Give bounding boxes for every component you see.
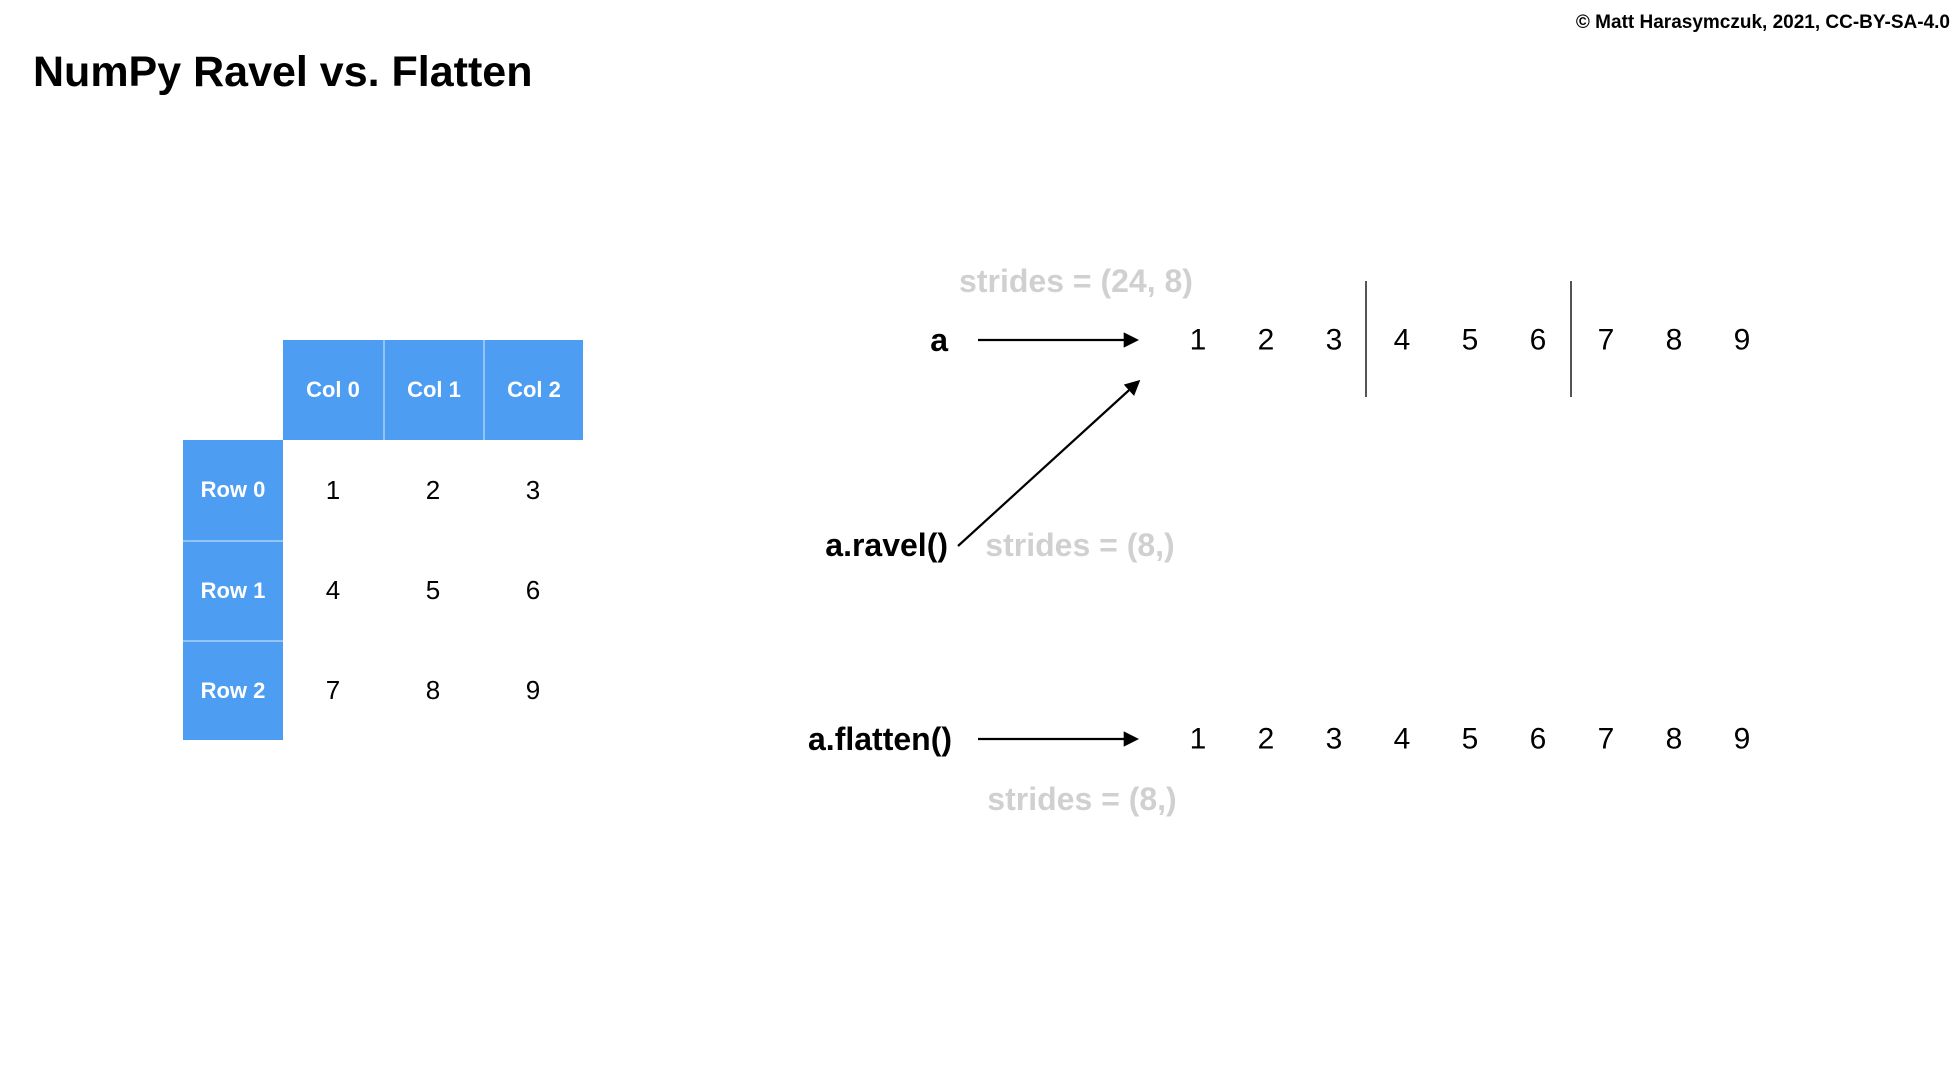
table-data-cell: 7	[283, 640, 383, 740]
flatten-array-value: 5	[1461, 722, 1479, 756]
table-corner-cell	[183, 340, 283, 440]
a-strides-label: strides = (24, 8)	[959, 262, 1193, 299]
copyright-text: © Matt Harasymczuk, 2021, CC-BY-SA-4.0	[1575, 12, 1950, 33]
flatten-array-value: 6	[1529, 722, 1547, 756]
a-array-value: 1	[1189, 323, 1207, 357]
row-header-cell: Row 0	[183, 440, 283, 540]
matrix-table: Col 0 Col 1 Col 2 Row 0 1 2 3 Row 1 4 5 …	[183, 340, 583, 740]
col-header-cell: Col 1	[383, 340, 483, 440]
flatten-array-value: 3	[1325, 722, 1343, 756]
a-array-value: 7	[1597, 323, 1615, 357]
row-header-cell: Row 1	[183, 540, 283, 640]
table-data-cell: 6	[483, 540, 583, 640]
flatten-array-value: 7	[1597, 722, 1615, 756]
a-array-value: 4	[1393, 323, 1411, 357]
flatten-strides-label: strides = (8,)	[987, 780, 1177, 817]
flatten-array-value: 2	[1257, 722, 1275, 756]
flatten-array-value: 8	[1665, 722, 1683, 756]
col-header-cell: Col 0	[283, 340, 383, 440]
a-label: a	[930, 321, 948, 358]
a-array-value: 2	[1257, 323, 1275, 357]
table-data-cell: 3	[483, 440, 583, 540]
page-title: NumPy Ravel vs. Flatten	[33, 48, 533, 96]
flatten-array-value: 1	[1189, 722, 1207, 756]
ravel-label: a.ravel()	[825, 526, 948, 563]
ravel-arrow	[957, 379, 1141, 547]
flatten-label: a.flatten()	[808, 720, 952, 757]
ravel-strides-label: strides = (8,)	[985, 526, 1175, 563]
table-data-cell: 5	[383, 540, 483, 640]
a-array-value: 9	[1733, 323, 1751, 357]
row-header-cell: Row 2	[183, 640, 283, 740]
a-array-value: 6	[1529, 323, 1547, 357]
table-data-cell: 1	[283, 440, 383, 540]
col-header-cell: Col 2	[483, 340, 583, 440]
table-data-cell: 9	[483, 640, 583, 740]
table-data-cell: 2	[383, 440, 483, 540]
table-data-cell: 4	[283, 540, 383, 640]
a-array-value: 5	[1461, 323, 1479, 357]
a-array-value: 3	[1325, 323, 1343, 357]
flatten-array-value: 9	[1733, 722, 1751, 756]
flatten-array-value: 4	[1393, 722, 1411, 756]
a-array-value: 8	[1665, 323, 1683, 357]
table-data-cell: 8	[383, 640, 483, 740]
